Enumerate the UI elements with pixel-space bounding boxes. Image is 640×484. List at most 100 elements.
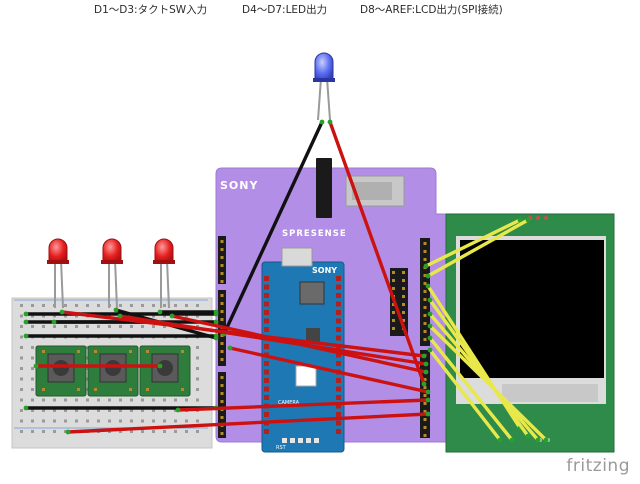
red-wire-8-end xyxy=(157,363,163,369)
main-board-pin xyxy=(264,369,269,375)
breadboard-hole xyxy=(130,304,133,307)
breadboard-hole xyxy=(53,314,56,318)
header-pin xyxy=(423,306,427,309)
breadboard-hole xyxy=(185,430,188,433)
blue-led xyxy=(313,52,335,121)
breadboard-hole xyxy=(152,304,155,307)
breadboard-hole xyxy=(163,430,166,433)
switch-leg xyxy=(77,350,80,353)
breadboard-hole xyxy=(75,325,78,328)
header-pin xyxy=(423,298,427,301)
main-board-pin xyxy=(336,293,341,298)
breadboard-hole xyxy=(86,304,89,307)
black-wire-4-end xyxy=(213,319,219,325)
breadboard-hole xyxy=(75,419,78,423)
switch-leg xyxy=(146,350,149,353)
red-wire-1-end xyxy=(421,353,427,359)
blue-led-lead-anode xyxy=(326,77,331,121)
black-wire-5-end xyxy=(113,307,119,313)
yellow-wire-3-end xyxy=(425,283,431,289)
header-pin xyxy=(423,386,427,389)
header-left-bottom xyxy=(218,372,226,438)
header-pin xyxy=(220,400,224,403)
red-wire-7-end xyxy=(425,411,431,417)
yellow-wire-4 xyxy=(428,298,530,438)
breadboard-hole xyxy=(119,325,122,328)
breadboard-hole xyxy=(64,398,67,402)
black-wire-3-end xyxy=(23,333,29,339)
rst-label: RST xyxy=(276,445,287,451)
breadboard-hole xyxy=(75,304,78,307)
breadboard-hole xyxy=(31,419,34,423)
breadboard-hole xyxy=(130,398,133,402)
main-board-pin xyxy=(336,420,341,426)
switch-leg xyxy=(42,350,45,353)
breadboard-hole xyxy=(86,409,89,412)
breadboard-hole xyxy=(152,409,155,412)
black-wire-1-end xyxy=(23,311,29,317)
red-wire-5-end xyxy=(227,345,233,351)
main-board-pin xyxy=(336,361,341,366)
header-pin xyxy=(220,294,224,297)
main-board-pin xyxy=(264,429,269,434)
main-board-pin xyxy=(336,318,341,324)
header-pin xyxy=(220,392,224,395)
icsp-pin xyxy=(392,271,395,274)
breadboard-hole xyxy=(31,409,34,412)
main-board-pin xyxy=(264,310,269,315)
header-left-top xyxy=(218,236,226,284)
main-board-pin xyxy=(264,378,269,383)
yellow-wire-1-end xyxy=(423,263,429,269)
header-pin xyxy=(220,310,224,313)
yellow-wire-5-end xyxy=(427,311,433,317)
switch-leg xyxy=(94,388,97,391)
breadboard-hole xyxy=(130,409,133,412)
breadboard-hole xyxy=(20,335,23,339)
breadboard-hole xyxy=(108,398,111,402)
breadboard-hole xyxy=(152,314,155,318)
switch-leg xyxy=(146,388,149,391)
tactile-switch-2 xyxy=(87,345,139,397)
lcd-led-2 xyxy=(536,216,540,220)
header-pin xyxy=(423,394,427,397)
breadboard-hole xyxy=(108,409,111,412)
tactile-switches xyxy=(35,345,191,397)
switch-button xyxy=(53,360,69,376)
icsp-pin xyxy=(402,279,405,282)
red-leds xyxy=(47,238,175,309)
red-wire-3 xyxy=(170,314,428,374)
red-wire-5-end xyxy=(425,389,431,395)
breadboard-hole xyxy=(31,367,34,370)
yellow-wire-7-end xyxy=(427,335,433,341)
led-lead-anode xyxy=(166,259,170,309)
breadboard-hole xyxy=(42,314,45,318)
yellow-wires xyxy=(423,217,549,443)
main-board-pin xyxy=(336,284,341,290)
breadboard-hole xyxy=(196,377,199,381)
black-wire-8-end xyxy=(23,405,29,411)
usb-connector-inner xyxy=(352,182,392,200)
red-wire-3-end xyxy=(423,369,429,375)
breadboard-hole xyxy=(20,398,23,402)
switch-leg xyxy=(181,350,184,353)
breadboard-hole xyxy=(20,367,23,370)
header-pin xyxy=(220,256,224,259)
red-led-1 xyxy=(47,238,69,309)
breadboard-hole xyxy=(97,419,100,423)
header-pin xyxy=(423,250,427,253)
header-pin xyxy=(220,384,224,387)
breadboard-hole xyxy=(64,430,67,433)
black-wires xyxy=(23,119,325,411)
yellow-wire-7-end xyxy=(509,437,515,443)
main-board-pin xyxy=(264,318,269,324)
red-wire-7-end xyxy=(65,429,71,435)
breadboard-hole xyxy=(20,409,23,412)
lcd-module xyxy=(445,213,615,453)
main-board-pins xyxy=(264,276,341,443)
header-pin xyxy=(220,334,224,337)
black-wire-7-end xyxy=(319,119,325,125)
yellow-wire-2 xyxy=(426,218,530,278)
icsp-pin xyxy=(402,311,405,314)
yellow-wire-1-end xyxy=(517,217,523,223)
